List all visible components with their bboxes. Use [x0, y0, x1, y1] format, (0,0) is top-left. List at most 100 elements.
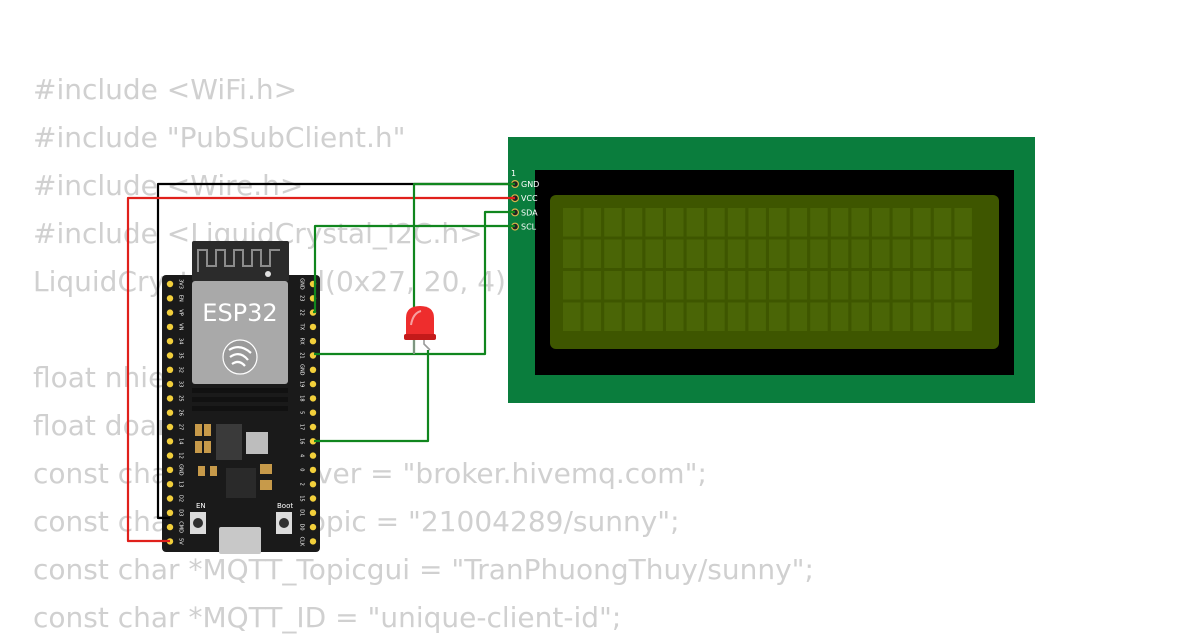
esp32-pin-right_pins-17[interactable]	[309, 523, 317, 531]
esp32-pin-left_pins-0[interactable]	[166, 280, 174, 288]
esp32-pin-headers: 3V3ENVPVN343532332526271412GND13D2D3CMD5…	[166, 278, 317, 547]
lcd-char-cell	[748, 208, 766, 237]
en-label: EN	[196, 502, 206, 510]
lcd-char-cell	[624, 302, 643, 331]
led-body	[406, 306, 434, 339]
esp32-pin-left_pins-7[interactable]	[166, 380, 174, 388]
led-red[interactable]	[404, 306, 436, 354]
lcd-char-cell	[892, 208, 911, 237]
lcd-char-cell	[810, 271, 828, 300]
esp32-pin-left_pins-11[interactable]	[166, 438, 174, 445]
lcd-char-cell	[604, 239, 622, 268]
wires	[126, 182, 515, 543]
wire-sda	[314, 210, 515, 356]
lcd-char-cell	[748, 239, 766, 268]
antenna-trace	[197, 249, 280, 272]
boot-button[interactable]	[276, 512, 292, 534]
esp32-pin-label: 33	[178, 381, 184, 387]
esp32-pin-right_pins-3[interactable]	[309, 323, 317, 331]
esp32-pin-left_pins-6[interactable]	[166, 366, 174, 373]
esp32-pin-right_pins-11[interactable]	[309, 438, 317, 445]
esp32-pin-right_pins-10[interactable]	[309, 423, 317, 431]
esp32-pin-left_pins-9[interactable]	[166, 409, 174, 416]
lcd-char-cell	[686, 302, 705, 331]
esp32-pin-right_pins-13[interactable]	[309, 466, 317, 474]
lcd-char-cell	[913, 302, 931, 331]
code-line: #include <WiFi.h>	[33, 73, 298, 106]
esp32-pin-label: 23	[299, 295, 305, 301]
lcd-char-cell	[769, 239, 787, 268]
esp32-pin-right_pins-9[interactable]	[309, 409, 317, 416]
lcd-char-cell	[583, 239, 602, 268]
lcd-char-cell	[933, 239, 952, 268]
esp32-pin-left_pins-5[interactable]	[166, 352, 174, 359]
esp32-pin-label: D0	[299, 524, 305, 531]
usb-port[interactable]	[219, 527, 261, 554]
esp32-pin-right_pins-12[interactable]	[309, 452, 317, 459]
esp32-board[interactable]: ESP32 EN Boot	[162, 241, 320, 554]
esp32-pin-label: 32	[178, 367, 184, 373]
esp32-pin-label: GND	[299, 364, 305, 376]
lcd-char-cell	[727, 271, 746, 300]
lcd-char-cell	[810, 239, 828, 268]
lcd-char-cell	[645, 239, 663, 268]
esp32-pin-right_pins-6[interactable]	[309, 366, 317, 373]
esp32-pin-label: EN	[178, 295, 184, 302]
esp32-pin-left_pins-15[interactable]	[166, 495, 174, 502]
lcd-char-cell	[624, 239, 643, 268]
lcd-char-cell	[851, 302, 869, 331]
esp32-pin-left_pins-4[interactable]	[166, 338, 174, 345]
esp32-pin-right_pins-4[interactable]	[309, 338, 317, 345]
lcd-pin-label: GND	[521, 180, 539, 189]
esp32-pin-left_pins-1[interactable]	[166, 295, 174, 302]
esp32-pin-right_pins-18[interactable]	[309, 538, 317, 545]
esp32-pin-left_pins-16[interactable]	[166, 509, 174, 516]
lcd-char-cell	[851, 208, 869, 237]
lcd-char-cell	[830, 271, 849, 300]
wire-gnd	[156, 182, 515, 520]
esp32-pin-left_pins-10[interactable]	[166, 423, 174, 431]
lcd-char-cell	[810, 208, 828, 237]
esp32-pin-left_pins-2[interactable]	[166, 309, 174, 316]
esp32-pin-label: 14	[178, 438, 184, 444]
esp32-pin-left_pins-14[interactable]	[166, 481, 174, 488]
esp32-pin-label: 4	[299, 454, 305, 457]
lcd-char-cell	[892, 302, 911, 331]
lcd-char-cell	[645, 302, 663, 331]
esp32-pin-label: 26	[178, 410, 184, 416]
code-line: #include "PubSubClient.h"	[33, 121, 406, 154]
en-button[interactable]	[190, 512, 206, 534]
lcd-char-cell	[789, 302, 808, 331]
esp32-pin-left_pins-17[interactable]	[166, 523, 174, 531]
lcd-char-cell	[789, 271, 808, 300]
esp32-pin-label: 35	[178, 352, 184, 358]
lcd-char-cell	[686, 239, 705, 268]
wire-vcc	[126, 196, 515, 543]
esp32-pin-left_pins-8[interactable]	[166, 395, 174, 402]
esp32-pin-label: VP	[178, 309, 184, 315]
esp32-pin-left_pins-3[interactable]	[166, 323, 174, 331]
lcd-char-cell	[707, 208, 725, 237]
lcd-char-cell	[563, 271, 581, 300]
lcd-char-cell	[604, 271, 622, 300]
esp32-pin-left_pins-12[interactable]	[166, 452, 174, 459]
lcd-char-cell	[727, 208, 746, 237]
esp32-pin-label: 34	[178, 338, 184, 344]
lcd-char-cell	[769, 208, 787, 237]
castellated-pads	[192, 388, 288, 411]
esp32-chip-label: ESP32	[202, 299, 277, 327]
esp32-pin-right_pins-14[interactable]	[309, 481, 317, 488]
esp32-pin-right_pins-8[interactable]	[309, 395, 317, 402]
esp32-pin-right_pins-7[interactable]	[309, 380, 317, 388]
lcd-char-cell	[727, 239, 746, 268]
esp32-pin-right_pins-15[interactable]	[309, 495, 317, 502]
esp32-pin-label: 27	[178, 424, 184, 430]
lcd-char-cell	[892, 271, 911, 300]
lcd-char-cell	[830, 302, 849, 331]
esp32-pin-label: 5	[299, 411, 305, 414]
lcd-char-cell	[954, 271, 972, 300]
esp32-pin-left_pins-13[interactable]	[166, 466, 174, 474]
esp32-pin-right_pins-16[interactable]	[309, 509, 317, 516]
lcd-char-cell	[563, 208, 581, 237]
